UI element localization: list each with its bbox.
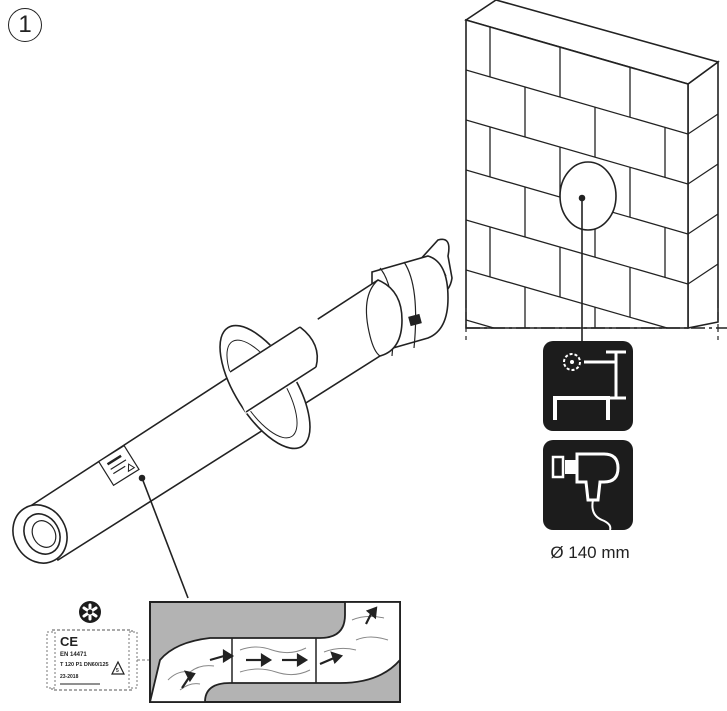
label-ce-mark: CE — [60, 634, 78, 649]
recycle-triangle-icon — [111, 660, 125, 675]
wall-hole — [559, 161, 617, 231]
svg-text:5: 5 — [116, 668, 119, 674]
core-drill-icon — [543, 440, 633, 531]
step-number-text: 1 — [18, 11, 32, 38]
brick-wall — [464, 0, 727, 345]
label-standard: EN 14471 — [60, 652, 87, 658]
hole-position-measure-icon — [543, 341, 633, 431]
sticker-leader-line — [141, 477, 189, 599]
label-year: 23-2018 — [60, 674, 79, 680]
pipe-label-sticker — [97, 444, 140, 487]
flue-pipe — [12, 238, 453, 599]
label-rating: T 120 P1 DN60/125 — [60, 662, 109, 668]
flow-direction-panel — [149, 601, 401, 703]
step-number: 1 — [8, 8, 42, 42]
label-enlarged: CE EN 14471 T 120 P1 DN60/125 23-2018 5 — [46, 629, 150, 691]
hole-diameter-label: Ø 140 mm — [550, 543, 630, 562]
gear-asterisk-icon — [79, 601, 101, 623]
